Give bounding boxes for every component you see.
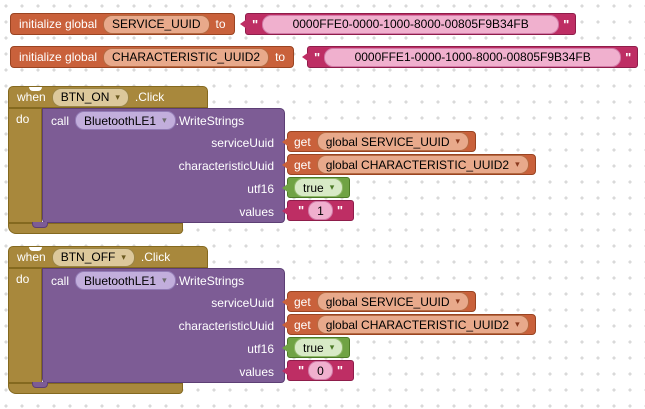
component-dropdown[interactable]: BTN_ON▾ — [51, 87, 129, 107]
param-label: values — [239, 365, 274, 379]
when-header[interactable]: when BTN_OFF▾ .Click — [8, 246, 208, 268]
variable-dropdown[interactable]: global CHARACTERISTIC_UUID2▾ — [316, 155, 529, 174]
param-label: characteristicUuid — [178, 319, 274, 333]
text-string-block[interactable]: " 0000FFE1-0000-1000-8000-00805F9B34FB " — [301, 46, 639, 68]
dropdown-icon: ▾ — [515, 319, 520, 329]
dropdown-icon: ▾ — [515, 159, 520, 169]
event-suffix: .Click — [134, 90, 165, 104]
dropdown-icon: ▾ — [455, 136, 461, 146]
call-writestrings-block[interactable]: call BluetoothLE1▾ .WriteStrings service… — [42, 108, 285, 223]
connector-notch — [29, 247, 42, 251]
when-label: when — [17, 250, 46, 264]
call-writestrings-block[interactable]: call BluetoothLE1▾ .WriteStrings service… — [42, 268, 285, 383]
dropdown-icon: ▾ — [115, 91, 120, 102]
open-quote: " — [252, 16, 259, 32]
event-body-spine — [8, 268, 42, 383]
param-label: serviceUuid — [211, 136, 274, 150]
call-label: call — [51, 113, 70, 128]
param-label: utf16 — [247, 182, 274, 196]
param-label: values — [239, 205, 274, 219]
text-string-block[interactable]: " 1 " — [281, 200, 355, 221]
dropdown-icon: ▾ — [329, 182, 335, 192]
method-suffix: .WriteStrings — [175, 273, 245, 288]
logic-true-block[interactable]: true▾ — [281, 337, 351, 358]
dropdown-icon: ▾ — [329, 342, 335, 352]
string-value-field[interactable]: 0 — [308, 361, 333, 380]
get-variable-block[interactable]: get global SERVICE_UUID▾ — [281, 291, 477, 312]
init-keyword: initialize global — [19, 50, 98, 64]
init-keyword: initialize global — [19, 17, 98, 31]
string-value-field[interactable]: 0000FFE0-0000-1000-8000-00805F9B34FB — [262, 14, 560, 34]
event-footer — [8, 383, 183, 394]
call-label: call — [51, 273, 70, 288]
connector-notch — [29, 87, 42, 91]
text-string-block[interactable]: " 0 " — [281, 360, 355, 381]
param-label: utf16 — [247, 342, 274, 356]
event-block-btn-on[interactable]: when BTN_ON▾ .Click do call BluetoothLE1… — [8, 86, 568, 234]
do-label: do — [16, 112, 30, 126]
event-footer — [8, 223, 183, 234]
to-label: to — [215, 17, 226, 31]
event-block-btn-off[interactable]: when BTN_OFF▾ .Click do call BluetoothLE… — [8, 246, 568, 394]
logic-dropdown[interactable]: true▾ — [294, 338, 344, 357]
do-label: do — [16, 272, 30, 286]
dropdown-icon: ▾ — [162, 275, 167, 285]
string-value-field[interactable]: 0000FFE1-0000-1000-8000-00805F9B34FB — [324, 47, 622, 67]
open-quote: " — [298, 363, 305, 378]
connector-bump — [32, 382, 48, 388]
get-variable-block[interactable]: get global CHARACTERISTIC_UUID2▾ — [282, 314, 536, 335]
variable-dropdown[interactable]: global CHARACTERISTIC_UUID2▾ — [316, 315, 529, 334]
close-quote: " — [336, 203, 344, 218]
to-label: to — [275, 50, 286, 64]
close-quote: " — [336, 363, 344, 378]
event-suffix: .Click — [140, 250, 171, 264]
when-header[interactable]: when BTN_ON▾ .Click — [8, 86, 208, 108]
close-quote: " — [625, 49, 632, 65]
variable-dropdown[interactable]: global SERVICE_UUID▾ — [316, 292, 470, 311]
component-dropdown[interactable]: BluetoothLE1▾ — [75, 271, 176, 290]
get-variable-block[interactable]: get global SERVICE_UUID▾ — [281, 131, 477, 152]
param-label: serviceUuid — [211, 296, 274, 310]
variable-dropdown[interactable]: global SERVICE_UUID▾ — [316, 132, 470, 151]
component-dropdown[interactable]: BTN_OFF▾ — [51, 247, 135, 267]
init-global-block[interactable]: initialize global SERVICE_UUID to — [10, 13, 235, 35]
get-label: get — [294, 157, 311, 172]
variable-name-field[interactable]: SERVICE_UUID — [103, 14, 210, 34]
init-global-block[interactable]: initialize global CHARACTERISTIC_UUID2 t… — [10, 46, 295, 68]
open-quote: " — [314, 49, 321, 65]
dropdown-icon: ▾ — [121, 251, 126, 262]
event-body-spine — [8, 108, 42, 223]
get-label: get — [294, 294, 311, 309]
dropdown-icon: ▾ — [162, 115, 167, 125]
text-string-block[interactable]: " 0000FFE0-0000-1000-8000-00805F9B34FB " — [239, 13, 577, 35]
variable-name-field[interactable]: CHARACTERISTIC_UUID2 — [103, 47, 270, 67]
when-label: when — [17, 90, 46, 104]
get-variable-block[interactable]: get global CHARACTERISTIC_UUID2▾ — [282, 154, 536, 175]
connector-bump — [32, 222, 48, 228]
component-dropdown[interactable]: BluetoothLE1▾ — [75, 111, 176, 130]
method-suffix: .WriteStrings — [175, 113, 245, 128]
get-label: get — [294, 317, 311, 332]
logic-dropdown[interactable]: true▾ — [294, 178, 344, 197]
logic-true-block[interactable]: true▾ — [281, 177, 351, 198]
string-value-field[interactable]: 1 — [308, 201, 333, 220]
close-quote: " — [563, 16, 570, 32]
get-label: get — [294, 134, 311, 149]
dropdown-icon: ▾ — [455, 296, 461, 306]
open-quote: " — [298, 203, 305, 218]
param-label: characteristicUuid — [178, 159, 274, 173]
